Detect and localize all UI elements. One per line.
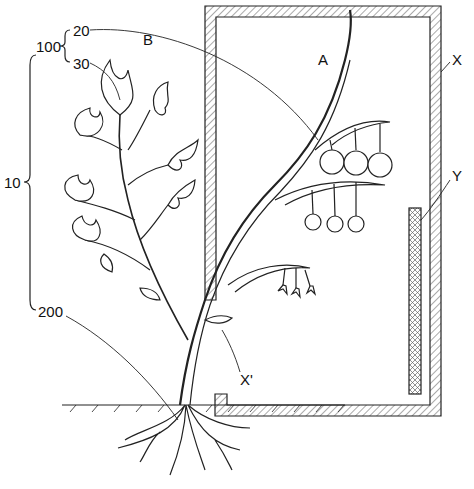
member-y (409, 208, 421, 394)
region-label: A (318, 52, 328, 67)
callout-number: 10 (4, 175, 21, 190)
leader-line (222, 330, 240, 372)
leader-line (441, 62, 450, 72)
callout-letter: X (452, 52, 462, 67)
brace (24, 55, 36, 310)
callout-number: 20 (73, 23, 90, 38)
leader-line (90, 63, 120, 100)
callout-number: 100 (36, 39, 61, 54)
callout-letter: Y (452, 168, 462, 183)
leader-line (421, 180, 450, 220)
leader-line (66, 316, 178, 420)
leader-line (90, 30, 318, 140)
callout-letter: X' (240, 372, 253, 387)
brace (60, 30, 70, 62)
callout-number: 30 (73, 56, 90, 71)
callout-number: 200 (38, 304, 63, 319)
enclosure-wall (205, 6, 441, 416)
region-label: B (143, 32, 153, 47)
